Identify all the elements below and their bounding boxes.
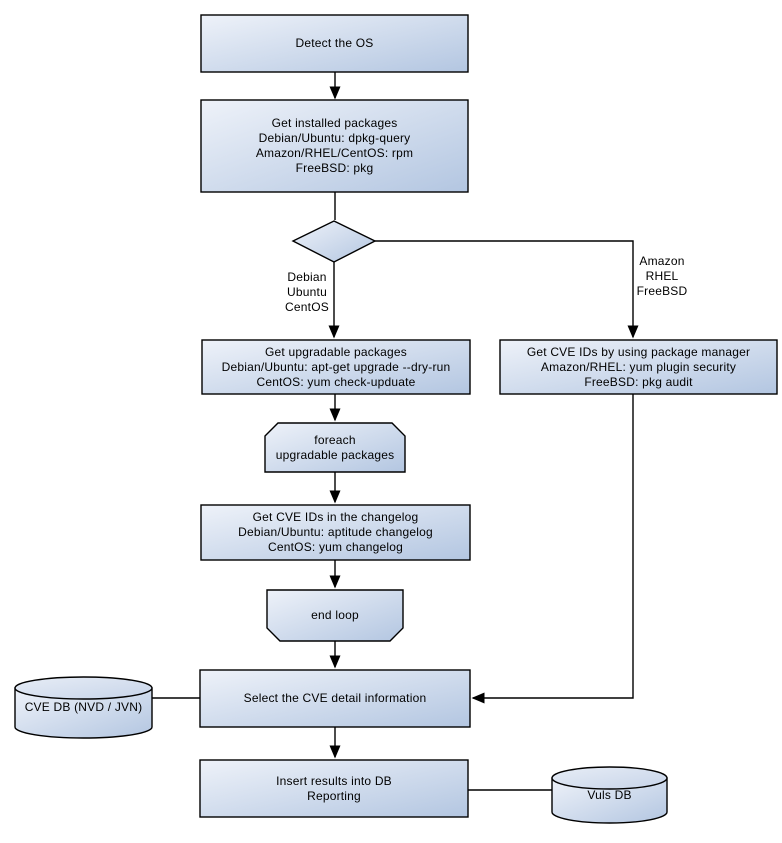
- cve-db-cylinder: [14, 676, 153, 739]
- connector-decision-to-package-manager: [375, 240, 639, 339]
- vuls-db-cylinder-body: [551, 777, 668, 824]
- get-installed-packages-box: [200, 99, 469, 193]
- insert-results-box: [199, 759, 469, 818]
- select-cve-detail-box: [199, 669, 471, 728]
- foreach-loop-start-shape: [264, 422, 406, 473]
- get-upgradable-packages-box: [201, 339, 471, 395]
- vuls-db-cylinder: [551, 766, 668, 824]
- cve-db-cylinder-top: [14, 676, 153, 700]
- connector-package-manager-to-select: [471, 394, 634, 704]
- vuls-db-cylinder-top: [551, 766, 668, 790]
- detect-os-box: [200, 14, 469, 73]
- cve-db-cylinder-body: [14, 687, 153, 739]
- end-loop-shape: [266, 589, 404, 642]
- os-decision-diamond: [291, 220, 377, 263]
- get-cve-package-manager-box: [499, 339, 778, 395]
- get-cve-changelog-box: [200, 504, 471, 561]
